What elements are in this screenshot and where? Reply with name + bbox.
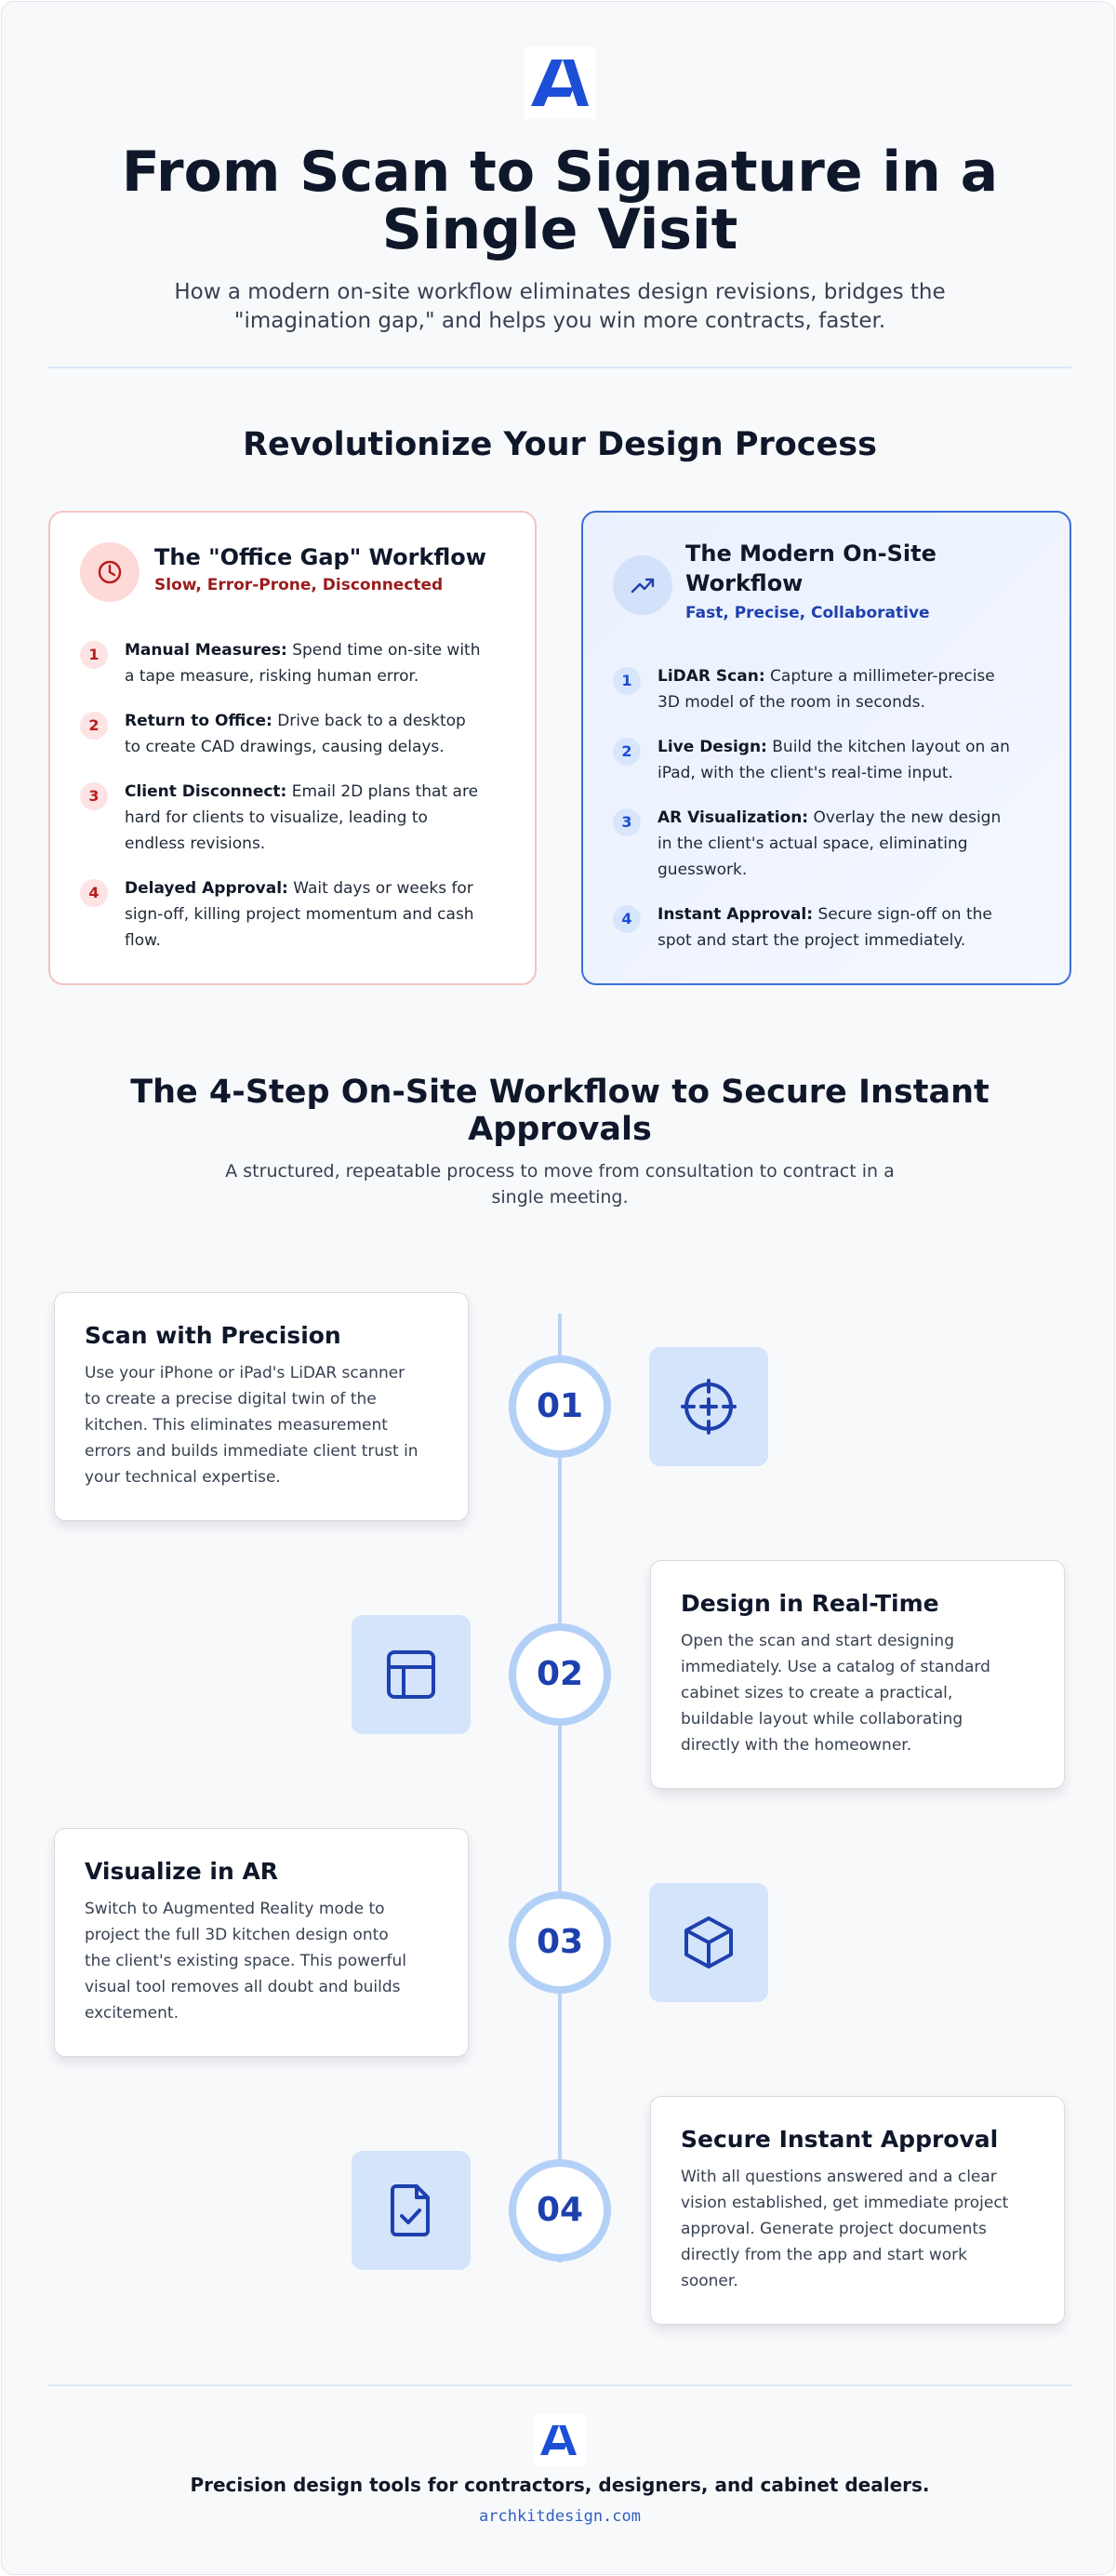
- logo-mark-icon: [534, 2414, 586, 2466]
- footer-website-link[interactable]: archkitdesign.com: [479, 2507, 641, 2526]
- step-number-03: 03: [509, 1891, 611, 1994]
- step-number-04: 04: [509, 2159, 611, 2262]
- step-description: Switch to Augmented Reality mode to proj…: [85, 1900, 406, 2022]
- step-title: Design in Real-Time: [681, 1590, 939, 1617]
- step-title: Scan with Precision: [85, 1322, 341, 1349]
- comparison-title: Revolutionize Your Design Process: [243, 426, 877, 463]
- footer-logo: [534, 2414, 586, 2466]
- step-card-scan: Scan with Precision Use your iPhone or i…: [54, 1292, 469, 1521]
- layout-icon: [352, 1615, 471, 1734]
- step-card-design: Design in Real-Time Open the scan and st…: [650, 1560, 1065, 1789]
- page-title: From Scan to Signature in a Single Visit: [121, 140, 999, 262]
- step-title: Secure Instant Approval: [681, 2126, 999, 2153]
- steps-subtitle: A structured, repeatable process to move…: [225, 1161, 895, 1208]
- new-workflow-card: The Modern On-Site Workflow Fast, Precis…: [581, 511, 1071, 985]
- cube-icon: [649, 1883, 768, 2002]
- step-description: With all questions answered and a clear …: [681, 2168, 1009, 2290]
- old-workflow-title: The "Office Gap" Workflow: [154, 544, 486, 570]
- new-workflow-title: The Modern On-Site Workflow: [685, 541, 937, 596]
- divider: [48, 2384, 1071, 2386]
- new-workflow-tagline: Fast, Precise, Collaborative: [685, 604, 930, 622]
- step-description: Use your iPhone or iPad's LiDAR scanner …: [85, 1364, 418, 1487]
- step-number-01: 01: [509, 1355, 611, 1458]
- step-description: Open the scan and start designing immedi…: [681, 1632, 990, 1755]
- old-workflow-card: The "Office Gap" Workflow Slow, Error-Pr…: [48, 511, 537, 985]
- step-number-02: 02: [509, 1623, 611, 1726]
- step-title: Visualize in AR: [85, 1858, 279, 1885]
- step-card-ar: Visualize in AR Switch to Augmented Real…: [54, 1828, 469, 2057]
- divider: [48, 367, 1071, 368]
- logo-mark-icon: [531, 60, 589, 106]
- crosshair-icon: [649, 1347, 768, 1466]
- brand-logo: [524, 47, 596, 119]
- file-check-icon: [352, 2151, 471, 2270]
- footer-tagline: Precision design tools for contractors, …: [190, 2474, 930, 2496]
- page-subtitle: How a modern on-site workflow eliminates…: [174, 280, 946, 333]
- trending-up-icon: [613, 555, 672, 615]
- steps-title: The 4-Step On-Site Workflow to Secure In…: [130, 1074, 990, 1148]
- timeline-line: [558, 1314, 562, 2262]
- old-workflow-tagline: Slow, Error-Prone, Disconnected: [154, 576, 444, 594]
- step-card-approval: Secure Instant Approval With all questio…: [650, 2096, 1065, 2325]
- clock-icon: [80, 542, 140, 602]
